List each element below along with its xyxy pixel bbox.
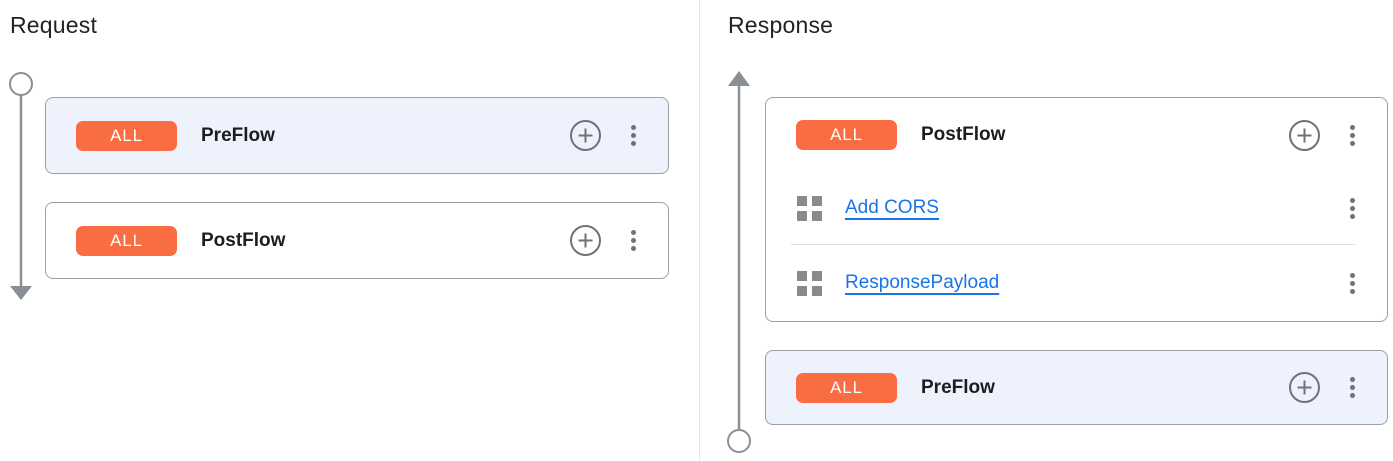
flow-row: ALL PreFlow <box>46 98 668 173</box>
flow-row: ALL PostFlow <box>766 98 1387 172</box>
arrow-down-icon <box>10 286 32 300</box>
flow-menu-button[interactable] <box>626 230 640 251</box>
grid-squares-icon <box>797 270 822 296</box>
flow-name: PostFlow <box>921 124 1006 145</box>
policy-menu-button[interactable] <box>1345 272 1359 294</box>
add-policy-button[interactable] <box>569 119 602 152</box>
kebab-menu-icon <box>630 125 636 130</box>
kebab-menu-icon <box>1349 197 1355 203</box>
add-policy-button[interactable] <box>569 224 602 257</box>
flow-card-response-preflow[interactable]: ALL PreFlow <box>765 350 1388 425</box>
request-panel-title: Request <box>10 12 98 38</box>
policy-row: ResponsePayload <box>766 245 1387 321</box>
timeline-end-circle <box>727 429 751 453</box>
flow-card-request-postflow[interactable]: ALL PostFlow <box>45 202 669 279</box>
flow-row: ALL PreFlow <box>766 351 1387 424</box>
flow-card-response-postflow[interactable]: ALL PostFlow Add CORS <box>765 97 1388 322</box>
policy-link-add-cors[interactable]: Add CORS <box>845 197 939 218</box>
kebab-menu-icon <box>1349 272 1355 278</box>
panel-divider <box>699 0 700 461</box>
plus-circle-icon <box>570 225 601 256</box>
condition-badge: ALL <box>796 120 897 150</box>
add-policy-button[interactable] <box>1288 119 1321 152</box>
condition-badge: ALL <box>76 225 177 256</box>
plus-circle-icon <box>570 120 601 151</box>
kebab-menu-icon <box>1349 377 1355 382</box>
flow-name: PreFlow <box>201 124 275 146</box>
request-timeline-icon <box>9 72 33 300</box>
policy-divider <box>791 244 1356 245</box>
policy-menu-button[interactable] <box>1345 197 1359 219</box>
plus-circle-icon <box>1289 372 1320 403</box>
kebab-menu-icon <box>1349 124 1355 130</box>
grid-squares-icon <box>797 195 822 221</box>
condition-badge: ALL <box>796 372 897 403</box>
flow-card-request-preflow[interactable]: ALL PreFlow <box>45 97 669 174</box>
response-panel-title: Response <box>728 12 834 38</box>
response-timeline-icon <box>727 71 751 453</box>
policy-row: Add CORS <box>766 172 1387 244</box>
flow-menu-button[interactable] <box>1345 124 1359 146</box>
flow-menu-button[interactable] <box>626 125 640 146</box>
policy-link-responsepayload[interactable]: ResponsePayload <box>845 272 1000 293</box>
flow-row: ALL PostFlow <box>46 203 668 278</box>
flow-name: PostFlow <box>201 229 286 251</box>
flow-name: PreFlow <box>921 376 995 398</box>
timeline-start-circle <box>9 72 33 96</box>
flow-menu-button[interactable] <box>1345 377 1359 398</box>
plus-circle-icon <box>1289 119 1320 151</box>
condition-badge: ALL <box>76 120 177 151</box>
kebab-menu-icon <box>630 230 636 235</box>
arrow-up-icon <box>728 71 750 86</box>
add-policy-button[interactable] <box>1288 371 1321 404</box>
